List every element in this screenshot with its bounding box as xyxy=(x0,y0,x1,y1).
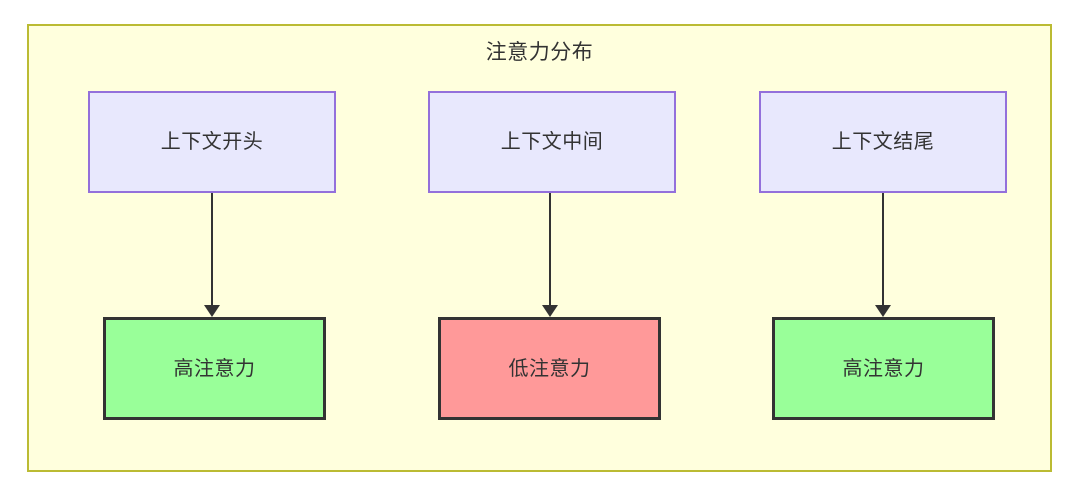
node-high-attention-start[interactable]: 高注意力 xyxy=(103,317,326,420)
diagram-title: 注意力分布 xyxy=(485,41,594,64)
arrowhead-icon xyxy=(204,305,220,317)
node-context-end-label: 上下文结尾 xyxy=(831,131,935,153)
node-low-attention-middle[interactable]: 低注意力 xyxy=(438,317,661,420)
node-context-start-label: 上下文开头 xyxy=(160,131,264,153)
edge-context-end-to-high-attention xyxy=(882,193,884,305)
node-high-attention-end-label: 高注意力 xyxy=(842,357,925,380)
edge-context-start-to-high-attention xyxy=(211,193,213,305)
node-context-middle-label: 上下文中间 xyxy=(500,131,604,153)
node-high-attention-end[interactable]: 高注意力 xyxy=(772,317,995,420)
node-high-attention-start-label: 高注意力 xyxy=(173,357,256,380)
node-context-end[interactable]: 上下文结尾 xyxy=(759,91,1007,193)
node-context-start[interactable]: 上下文开头 xyxy=(88,91,336,193)
edge-context-middle-to-low-attention xyxy=(549,193,551,305)
node-context-middle[interactable]: 上下文中间 xyxy=(428,91,676,193)
arrowhead-icon xyxy=(542,305,558,317)
arrowhead-icon xyxy=(875,305,891,317)
node-low-attention-middle-label: 低注意力 xyxy=(508,357,591,380)
